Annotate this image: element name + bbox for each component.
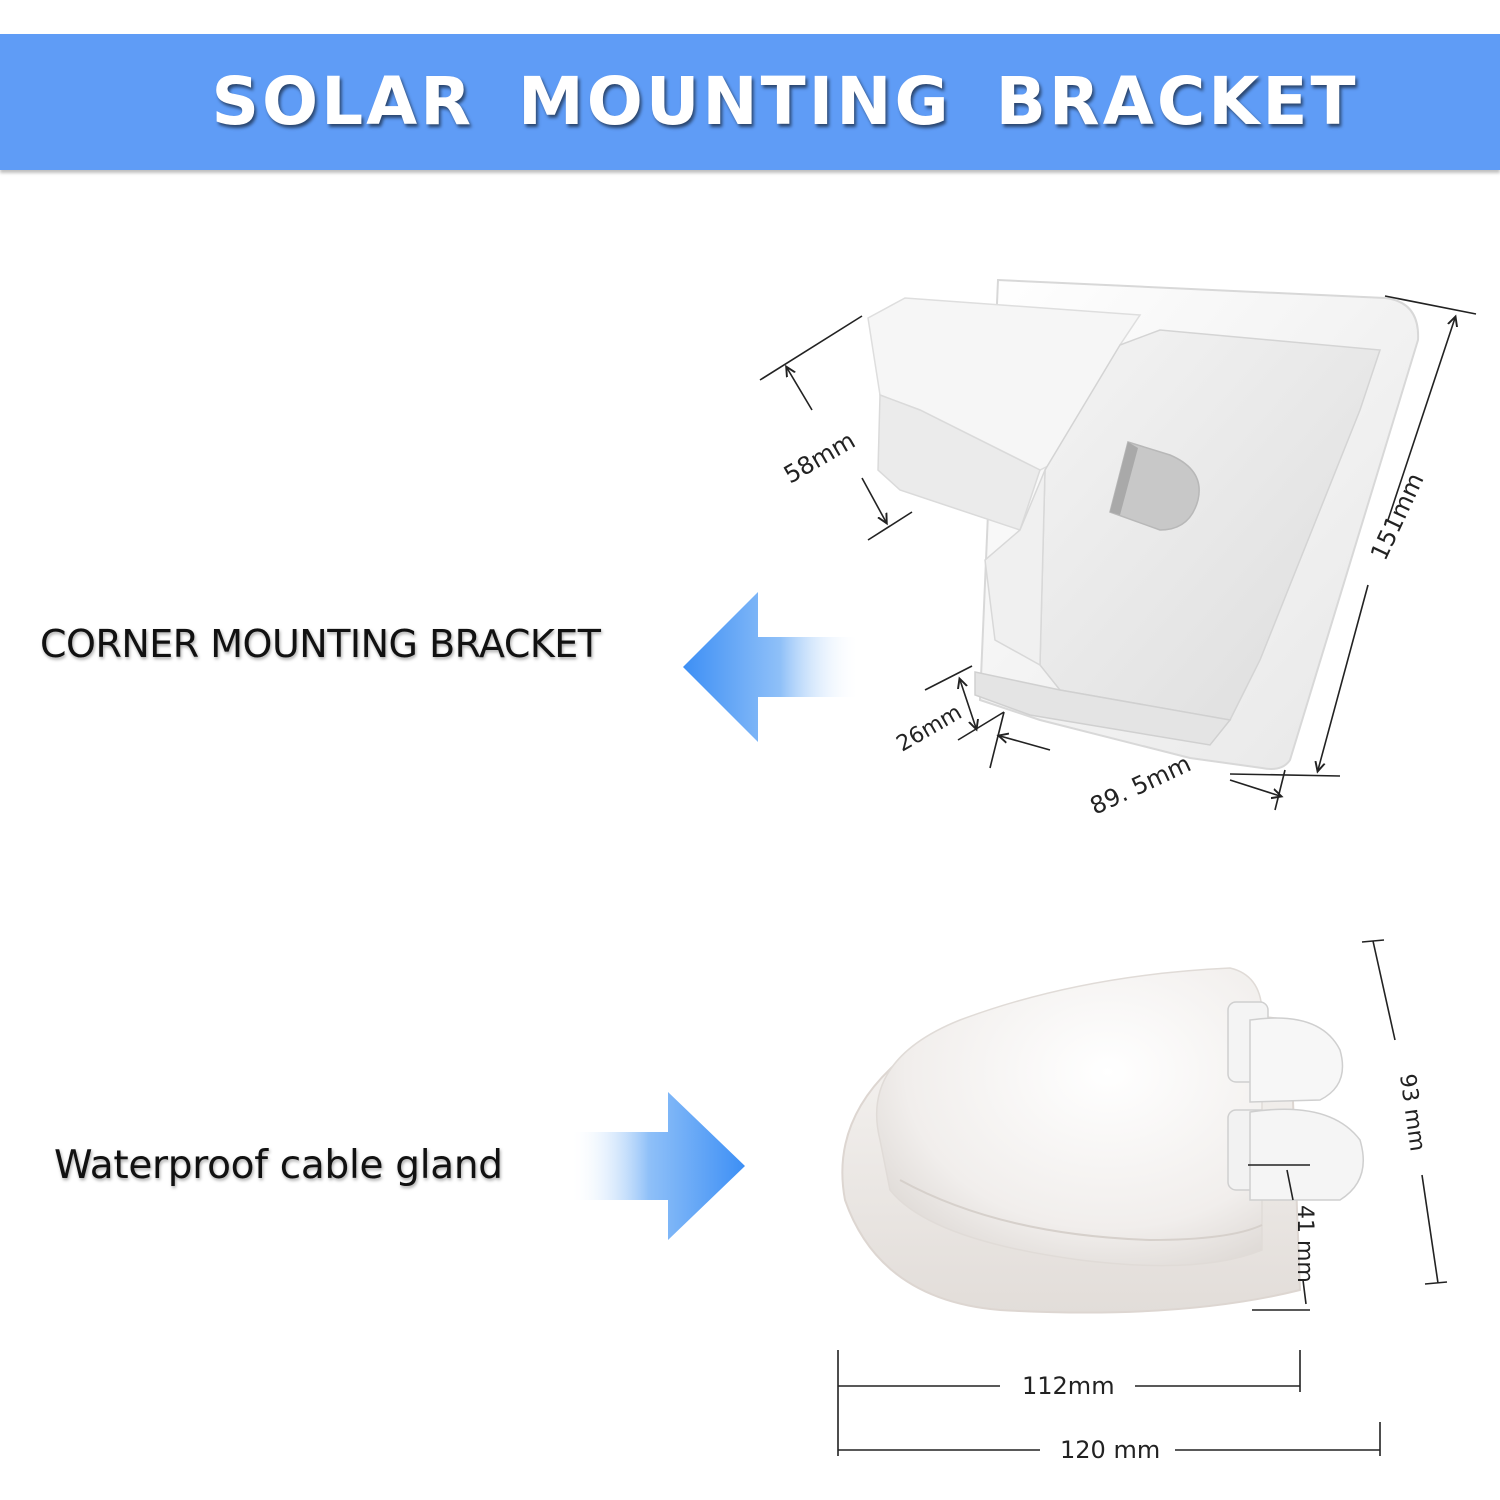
- corner-bracket-image: 58mm 151mm 26mm 89. 5mm: [759, 278, 1477, 820]
- dim-41mm: 41 mm: [1292, 1205, 1317, 1283]
- arrow-left-icon: [683, 592, 860, 742]
- dim-93mm: 93 mm: [1394, 1072, 1430, 1153]
- dim-120mm: 120 mm: [1060, 1436, 1160, 1464]
- dim-26mm: 26mm: [893, 700, 967, 757]
- page-title: SOLAR MOUNTING BRACKET: [211, 63, 1359, 140]
- dim-58mm: 58mm: [779, 426, 860, 489]
- title-banner: SOLAR MOUNTING BRACKET: [0, 34, 1500, 170]
- dim-112mm: 112mm: [1022, 1372, 1115, 1400]
- cable-gland-image: 93 mm 41 mm 112mm 120 mm: [837, 939, 1448, 1464]
- corner-bracket-label: CORNER MOUNTING BRACKET: [40, 622, 601, 666]
- arrow-right-icon: [570, 1092, 745, 1240]
- cable-gland-label: Waterproof cable gland: [54, 1143, 503, 1188]
- dim-89-5mm: 89. 5mm: [1086, 749, 1196, 820]
